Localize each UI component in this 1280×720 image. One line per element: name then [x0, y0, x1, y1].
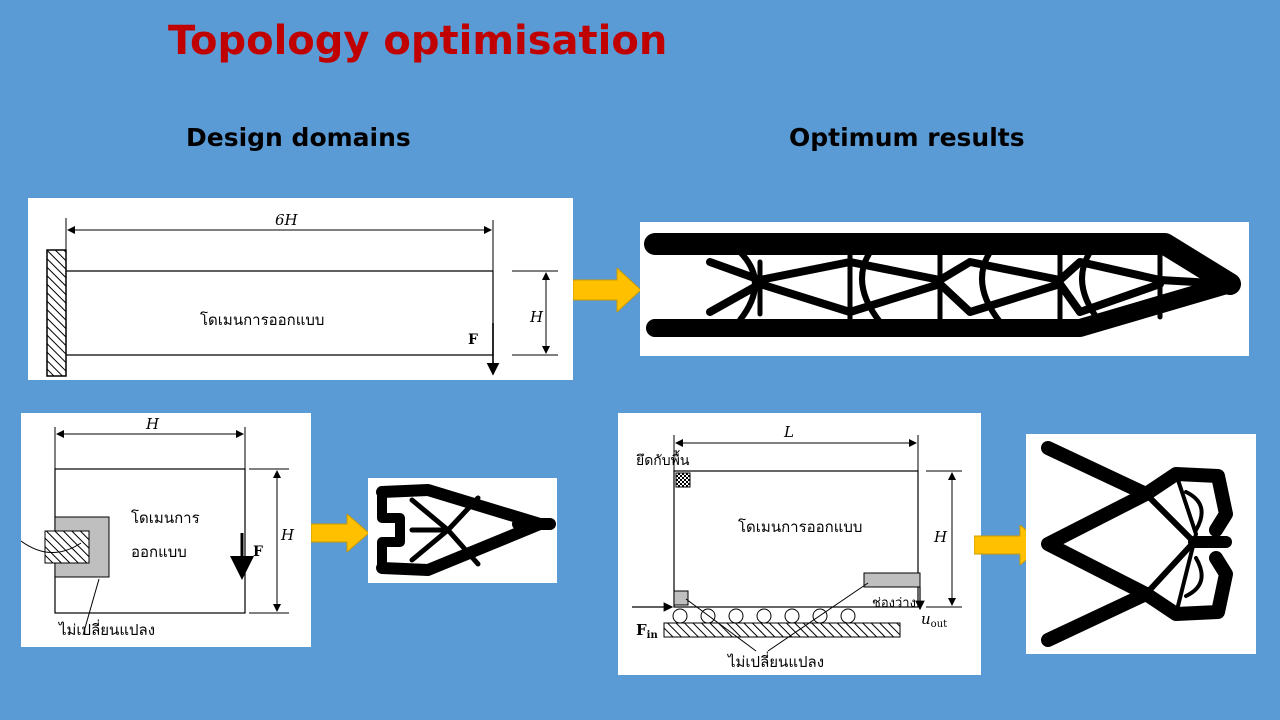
height-label: H: [529, 308, 544, 326]
domain-label-line2: ออกแบบ: [131, 543, 187, 561]
length-label: L: [783, 423, 794, 441]
leader-line: [21, 540, 82, 553]
force-label: F: [253, 544, 263, 560]
fixed-label: ไม่เปลี่ยนแปลง: [58, 619, 155, 639]
gap-label: ช่องว่าง: [872, 596, 916, 611]
force-label: F: [468, 332, 478, 348]
jaw-support: [44, 516, 110, 578]
fixed-leaders: [685, 582, 869, 652]
gripper-design-domain: H H โดเมนการ ออกแบบ F ไม่เปลี่ยนแปลง: [21, 413, 311, 647]
length-dimension: [65, 218, 494, 271]
mechanism-optimum-result: [1026, 434, 1256, 654]
ground-base: [663, 622, 901, 638]
gap-block: [863, 572, 921, 588]
length-label: 6H: [275, 211, 299, 229]
roller-supports: [672, 608, 856, 624]
cantilever-optimum-result: [640, 222, 1249, 356]
length-dimension: [673, 435, 919, 471]
height-label: H: [933, 528, 948, 546]
fixed-label: ไม่เปลี่ยนแปลง: [727, 651, 824, 671]
width-label: H: [145, 415, 160, 433]
domain-label: โดเมนการออกแบบ: [738, 518, 862, 536]
design-domain-rect: [673, 470, 919, 608]
height-dimension: [249, 468, 289, 614]
input-force-label: Fin: [636, 621, 658, 641]
width-dimension: [54, 427, 246, 469]
fixed-leader: [82, 578, 100, 636]
height-dimension: [512, 270, 558, 356]
heading-design-domains: Design domains: [186, 123, 411, 152]
fixed-support: [675, 472, 691, 488]
right-arrow-icon: [572, 266, 642, 316]
right-arrow-icon: [310, 512, 370, 556]
height-label: H: [280, 526, 295, 544]
input-block: [673, 590, 689, 606]
slide-title: Topology optimisation: [168, 18, 668, 64]
cantilever-design-domain: 6H H โดเมนการออกแบบ F: [28, 198, 573, 380]
heading-optimum-results: Optimum results: [789, 123, 1025, 152]
mechanism-design-domain: L H ยึดกับพื้น โดเมนการออกแบบ ช่องว่าง F…: [618, 413, 981, 675]
gripper-optimum-result: [368, 478, 557, 583]
output-label: uout: [921, 610, 947, 630]
fixed-wall-support: [46, 249, 67, 377]
height-dimension: [926, 470, 962, 608]
support-label: ยึดกับพื้น: [636, 450, 690, 469]
domain-label-line1: โดเมนการ: [131, 509, 200, 527]
domain-label: โดเมนการออกแบบ: [200, 311, 324, 329]
